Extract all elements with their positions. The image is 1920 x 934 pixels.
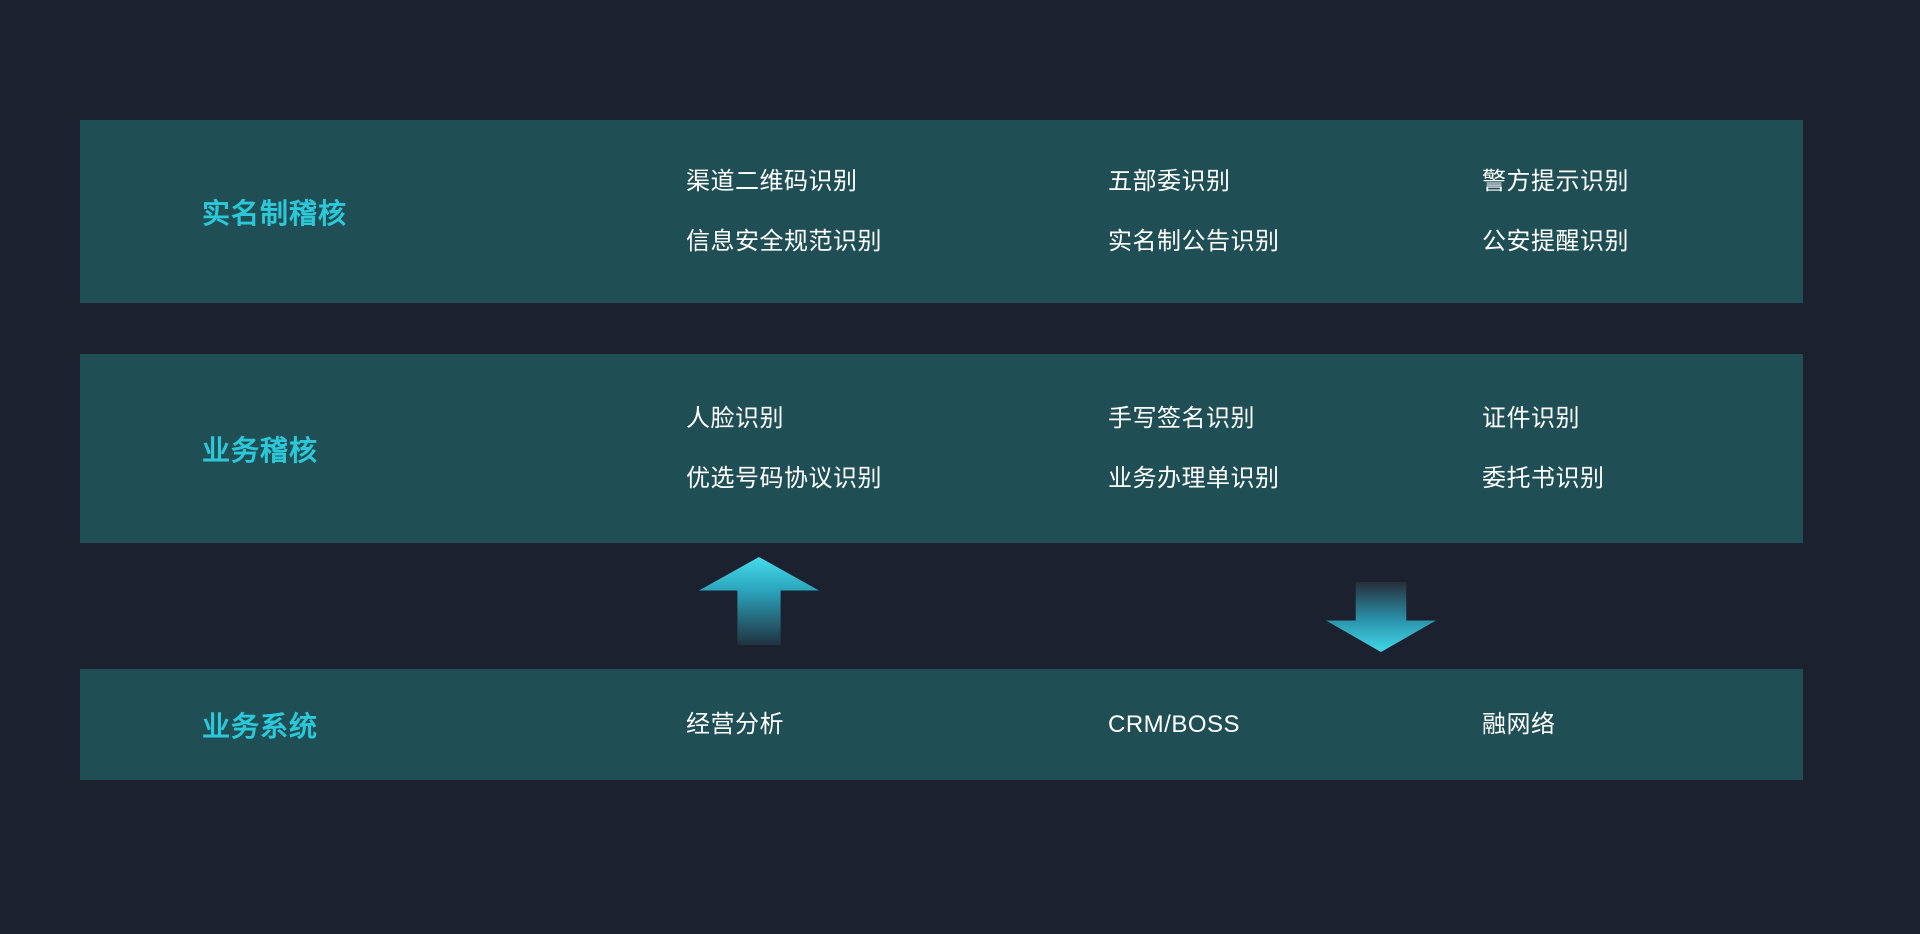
system-item: CRM/BOSS bbox=[1108, 710, 1241, 738]
system-item: 经营分析 bbox=[686, 710, 784, 738]
band-title: 业务稽核 bbox=[202, 434, 319, 466]
capability-column: 人脸识别 优选号码协议识别 bbox=[686, 403, 882, 495]
system-column: CRM/BOSS bbox=[1108, 709, 1240, 741]
capability-item: 渠道二维码识别 bbox=[686, 167, 858, 195]
system-column: 经营分析 bbox=[686, 709, 784, 741]
system-item: 融网络 bbox=[1482, 710, 1556, 738]
capability-item: 公安提醒识别 bbox=[1482, 227, 1629, 255]
capability-column: 渠道二维码识别 信息安全规范识别 bbox=[686, 166, 882, 258]
band-business-audit: 业务稽核 人脸识别 优选号码协议识别 手写签名识别 业务办理单识别 证件识别 委… bbox=[80, 354, 1803, 543]
capability-item: 五部委识别 bbox=[1108, 167, 1231, 195]
system-column: 融网络 bbox=[1482, 709, 1556, 741]
capability-column: 五部委识别 实名制公告识别 bbox=[1108, 166, 1280, 258]
capability-item: 信息安全规范识别 bbox=[686, 227, 882, 255]
capability-item: 委托书识别 bbox=[1482, 464, 1605, 492]
capability-item: 警方提示识别 bbox=[1482, 167, 1629, 195]
capability-item: 业务办理单识别 bbox=[1108, 464, 1280, 492]
capability-item: 实名制公告识别 bbox=[1108, 227, 1280, 255]
capability-column: 手写签名识别 业务办理单识别 bbox=[1108, 403, 1280, 495]
capability-item: 人脸识别 bbox=[686, 404, 784, 432]
band-business-systems: 业务系统 经营分析 CRM/BOSS 融网络 bbox=[80, 669, 1803, 780]
capability-column: 警方提示识别 公安提醒识别 bbox=[1482, 166, 1629, 258]
capability-item: 证件识别 bbox=[1482, 404, 1580, 432]
band-title: 业务系统 bbox=[202, 710, 319, 742]
band-realname-audit: 实名制稽核 渠道二维码识别 信息安全规范识别 五部委识别 实名制公告识别 警方提… bbox=[80, 120, 1803, 303]
band-title: 实名制稽核 bbox=[202, 197, 348, 229]
arrow-up-icon bbox=[699, 557, 819, 645]
capability-column: 证件识别 委托书识别 bbox=[1482, 403, 1605, 495]
arrow-down-icon bbox=[1326, 582, 1436, 652]
capability-item: 手写签名识别 bbox=[1108, 404, 1255, 432]
capability-item: 优选号码协议识别 bbox=[686, 464, 882, 492]
